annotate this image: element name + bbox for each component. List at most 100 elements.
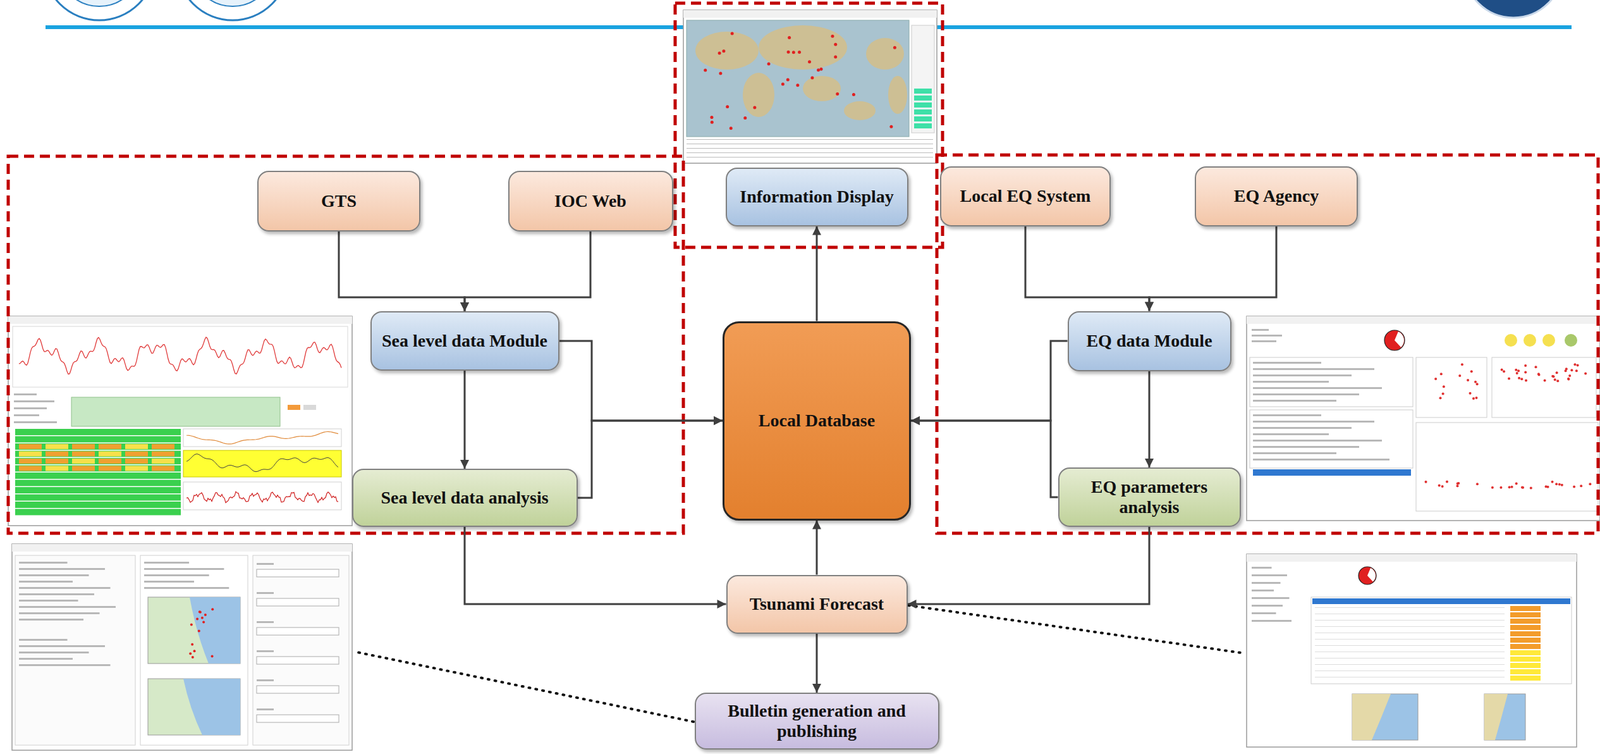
table-rule — [1314, 663, 1505, 665]
event-dot — [1439, 396, 1442, 399]
node-label: EQ Agency — [1233, 185, 1320, 207]
text-line-mark — [1251, 619, 1292, 622]
event-dot — [1466, 378, 1470, 382]
plot-area — [183, 450, 342, 477]
event-dot — [721, 49, 726, 53]
text-line-mark — [1252, 451, 1337, 454]
event-dot — [1499, 486, 1503, 489]
event-dot — [718, 72, 722, 76]
event-dot — [1472, 396, 1475, 400]
form-field — [256, 627, 339, 635]
forecast-map — [147, 596, 241, 664]
forecast-screenshot — [1246, 553, 1577, 747]
beach-ball — [1358, 566, 1377, 585]
text-line-mark — [1251, 340, 1277, 342]
event-dot — [1560, 483, 1564, 487]
event-dot — [1441, 392, 1445, 396]
event-dot — [1551, 374, 1555, 378]
event-dot — [193, 649, 196, 652]
process-box: Tsunami Forecast — [726, 574, 908, 634]
text-line-mark — [18, 651, 90, 654]
event-dot — [781, 82, 785, 86]
map-screenshot — [683, 10, 937, 164]
event-dot — [1476, 482, 1479, 485]
event-dot — [1491, 486, 1494, 489]
connector-arrow — [577, 420, 724, 498]
warning-cell — [1510, 611, 1541, 617]
station-row — [15, 494, 181, 501]
process-box: Bulletin generation and publishing — [694, 692, 940, 750]
table-rule — [1314, 651, 1505, 652]
source-box: Local EQ System — [940, 166, 1111, 227]
station-cell — [72, 458, 95, 464]
event-dot — [1475, 396, 1478, 399]
event-dot — [190, 642, 194, 646]
connector-arrow — [910, 340, 1068, 421]
table-rule — [686, 143, 934, 145]
event-dot — [787, 50, 791, 54]
connector-arrow — [1025, 226, 1150, 312]
station-cell — [45, 443, 69, 449]
button-mark — [287, 404, 301, 410]
station-cell — [125, 458, 148, 464]
text-line-mark — [1251, 334, 1283, 337]
connector-arrow — [464, 370, 466, 469]
event-dot — [1438, 484, 1441, 487]
table-rule — [1314, 613, 1505, 614]
text-line-mark — [13, 393, 37, 396]
event-dot — [889, 125, 893, 129]
toolbar-icon — [1523, 333, 1537, 347]
event-dot — [1520, 485, 1524, 489]
event-dot — [830, 34, 834, 38]
event-dot — [1434, 377, 1437, 380]
bulletin-screenshot — [12, 543, 353, 750]
event-dot — [1546, 485, 1550, 489]
table-rule — [1314, 676, 1505, 678]
document-panel — [140, 555, 248, 745]
event-dot — [703, 68, 707, 72]
station-cell — [18, 465, 42, 471]
table-rule — [686, 156, 934, 158]
text-line-mark — [1252, 433, 1329, 435]
event-dot — [1584, 372, 1587, 375]
text-line-mark — [18, 605, 116, 608]
world-map — [686, 20, 910, 137]
node-label: Sea level data Module — [381, 330, 548, 351]
logo — [177, 0, 289, 21]
continent-shape — [888, 75, 908, 114]
status-panel — [71, 396, 281, 427]
text-line-mark — [1252, 414, 1322, 416]
warning-cell — [1510, 624, 1541, 630]
event-dot — [1534, 365, 1538, 368]
leader-line — [908, 604, 1246, 654]
node-label: Local Database — [758, 410, 875, 431]
text-line-mark — [256, 708, 274, 710]
table-rule — [1314, 644, 1505, 646]
station-row — [15, 465, 181, 472]
window-frame — [683, 10, 937, 164]
event-dot — [1508, 485, 1511, 489]
land-area — [1484, 693, 1508, 740]
event-dot — [1442, 384, 1446, 388]
station-cell — [125, 465, 148, 471]
beach-ball — [1384, 329, 1405, 351]
window-frame — [1246, 316, 1600, 521]
station-row — [15, 443, 181, 450]
event-dot — [1476, 382, 1479, 385]
station-row — [15, 428, 181, 435]
land-area — [1352, 693, 1391, 740]
connector-arrow — [338, 231, 465, 312]
warning-cell — [1510, 675, 1541, 681]
connector-arrow — [907, 526, 1150, 604]
status-cell — [914, 123, 932, 129]
text-line-mark — [1252, 361, 1322, 364]
continent-shape — [695, 31, 759, 70]
table-rule — [1314, 638, 1505, 640]
event-dot — [1572, 485, 1576, 489]
event-dot — [1570, 368, 1573, 372]
table-rule — [1314, 619, 1505, 621]
event-dot — [767, 62, 771, 66]
event-dot — [1510, 485, 1514, 489]
event-dot — [1440, 372, 1443, 375]
table-rule — [1314, 606, 1505, 608]
